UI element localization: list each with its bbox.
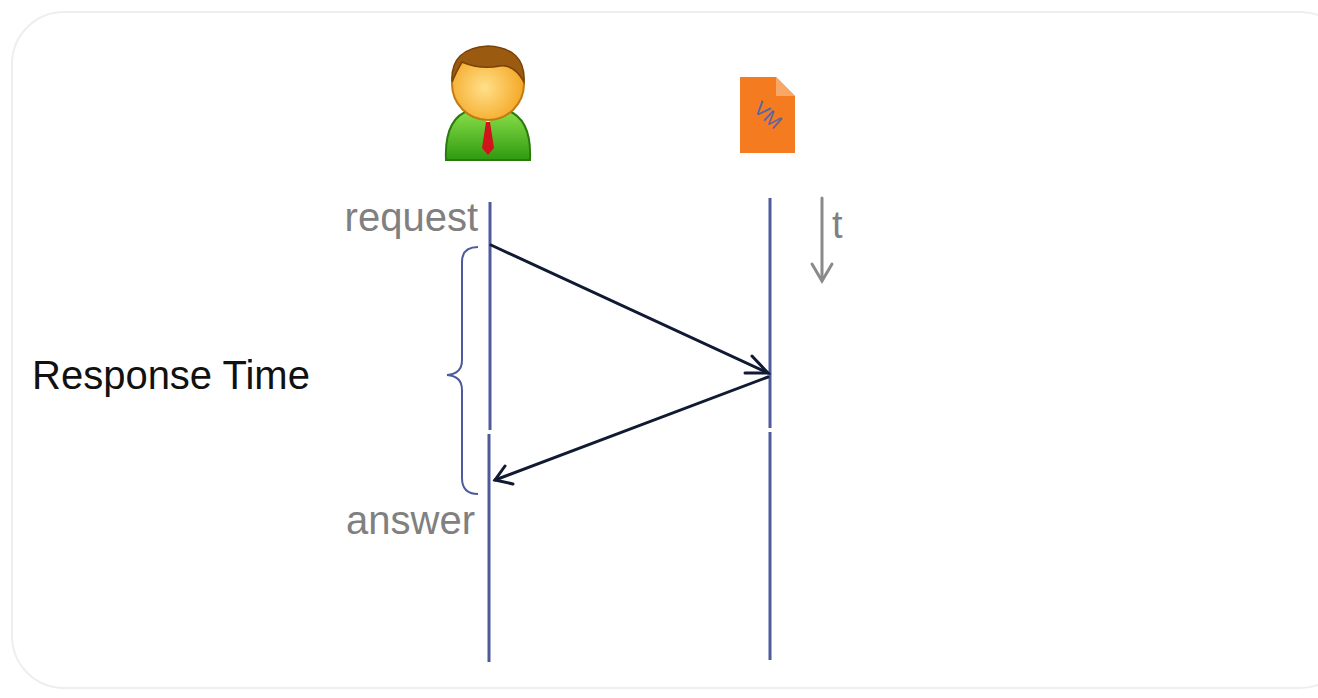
message-label: request: [345, 197, 478, 237]
lifeline: [769, 198, 772, 428]
time-axis-label: t: [832, 206, 843, 244]
lifeline: [488, 434, 491, 662]
user-icon: [446, 46, 530, 160]
message-arrow: [491, 245, 768, 373]
frame: [12, 12, 1318, 688]
vm-document: VM: [740, 77, 795, 153]
message-label: answer: [346, 500, 475, 540]
time-arrow: [812, 198, 832, 281]
response-time-brace: [447, 247, 478, 494]
vm-label: VM: [750, 98, 786, 133]
lifeline: [489, 202, 492, 430]
lifeline: [769, 432, 772, 660]
message-arrow: [495, 377, 768, 484]
vm-icon: [740, 77, 795, 153]
vm-icon-fold: [776, 77, 795, 96]
interval-label: Response Time: [32, 355, 310, 395]
